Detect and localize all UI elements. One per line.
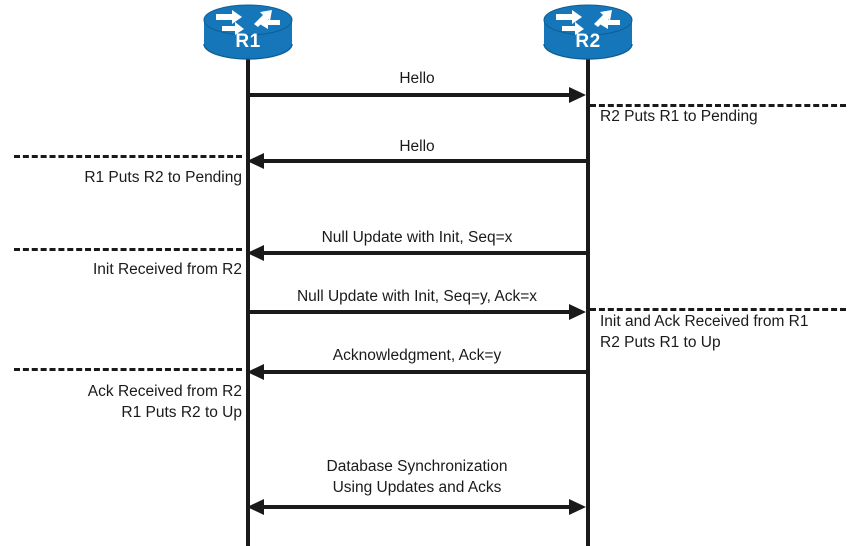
- note-line: R2 Puts R1 to Pending: [600, 108, 758, 125]
- arrowhead-left-icon: [247, 499, 264, 515]
- arrowhead-left-icon: [247, 245, 264, 261]
- message-line-acknowledgment-ack-y: [264, 370, 586, 374]
- note-r1-puts-r2-pending: R1 Puts R2 to Pending: [0, 167, 242, 188]
- message-line-hello-2: [264, 159, 586, 163]
- note-line: Init Received from R2: [92, 261, 242, 278]
- arrowhead-right-icon: [569, 87, 586, 103]
- note-line: R2 Puts R1 to Up: [600, 334, 721, 351]
- message-line-null-update-init-seq-y-ack-x: [248, 310, 570, 314]
- router-node-r1[interactable]: R1: [202, 4, 294, 60]
- note-init-received-from-r2: Init Received from R2: [0, 259, 242, 280]
- router-node-r2[interactable]: R2: [542, 4, 634, 60]
- note-divider-line: [590, 104, 846, 107]
- message-line-hello-1: [248, 93, 570, 97]
- lifeline-r1: [246, 52, 250, 546]
- lifeline-r2: [586, 52, 590, 546]
- message-line-database-synchronization: [264, 505, 570, 509]
- router-icon: [543, 4, 633, 60]
- note-divider-line: [590, 308, 846, 311]
- message-label-null-update-init-seq-y-ack-x: Null Update with Init, Seq=y, Ack=x: [296, 288, 538, 305]
- message-label-acknowledgment-ack-y: Acknowledgment, Ack=y: [332, 347, 502, 364]
- note-line: R1 Puts R2 to Pending: [84, 169, 242, 186]
- note-init-ack-received-r2-up: Init and Ack Received from R1 R2 Puts R1…: [600, 311, 809, 353]
- message-label-null-update-init-seq-x: Null Update with Init, Seq=x: [321, 229, 513, 246]
- message-label-line: Using Updates and Acks: [332, 479, 502, 496]
- arrowhead-right-icon: [569, 499, 586, 515]
- message-line-null-update-init-seq-x: [264, 251, 586, 255]
- arrowhead-left-icon: [247, 364, 264, 380]
- note-divider-line: [14, 248, 242, 251]
- arrowhead-left-icon: [247, 153, 264, 169]
- message-label-hello-1: Hello: [399, 70, 435, 87]
- router-icon: [203, 4, 293, 60]
- note-r2-puts-r1-pending: R2 Puts R1 to Pending: [600, 106, 758, 127]
- note-line: R1 Puts R2 to Up: [121, 404, 242, 421]
- message-label-database-synchronization: Database Synchronization Using Updates a…: [248, 456, 586, 498]
- note-ack-received-r1-up: Ack Received from R2 R1 Puts R2 to Up: [0, 381, 242, 423]
- note-line: Init and Ack Received from R1: [600, 313, 809, 330]
- note-divider-line: [14, 155, 242, 158]
- message-label-hello-2: Hello: [399, 138, 435, 155]
- arrowhead-right-icon: [569, 304, 586, 320]
- note-line: Ack Received from R2: [87, 383, 242, 400]
- note-divider-line: [14, 368, 242, 371]
- message-label-line: Database Synchronization: [326, 458, 508, 475]
